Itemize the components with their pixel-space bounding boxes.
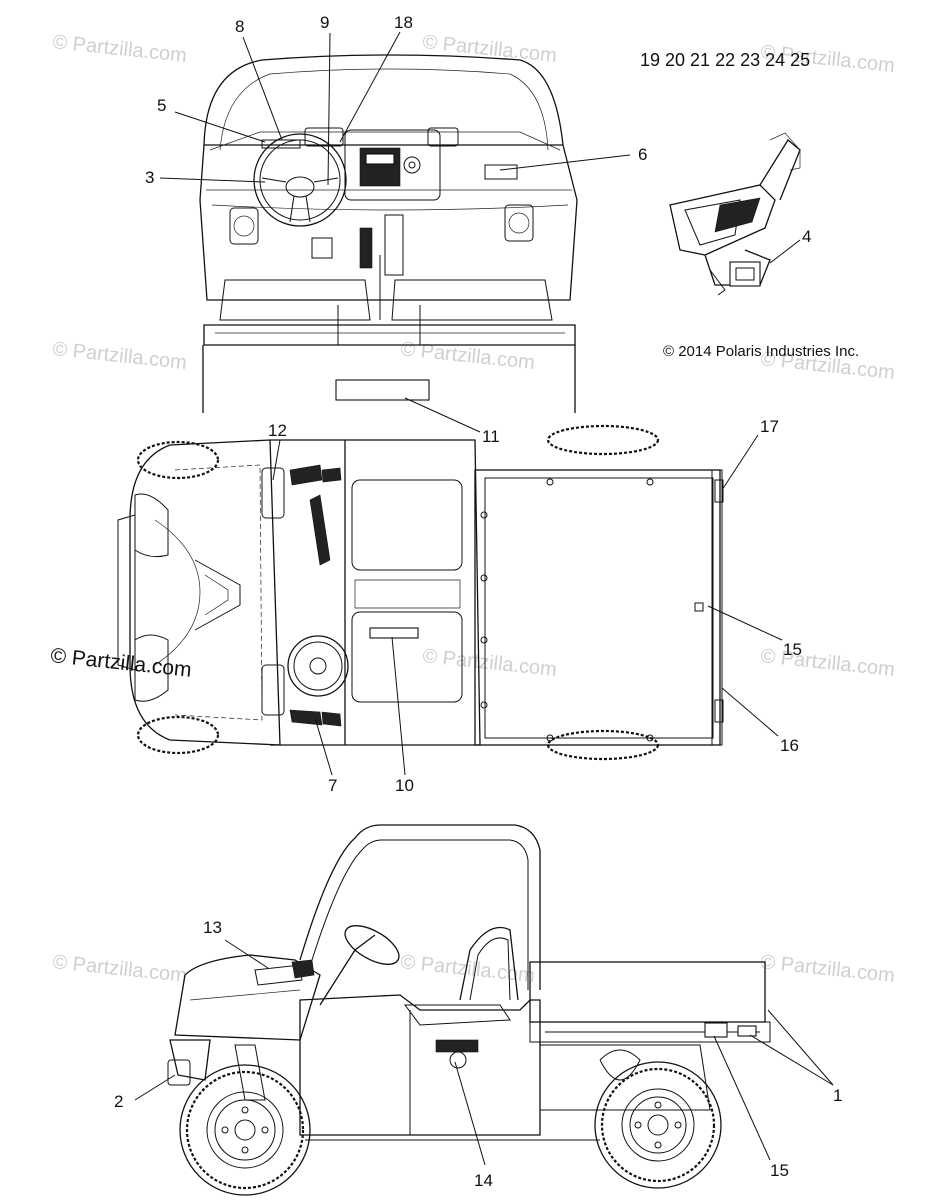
- callout-14: 14: [474, 1171, 493, 1190]
- callout-15-side: 15: [770, 1161, 789, 1180]
- watermark: © Partzilla.com: [51, 338, 187, 374]
- copyright-text: © 2014 Polaris Industries Inc.: [663, 343, 859, 360]
- watermark: © Partzilla.com: [421, 645, 557, 681]
- callout-4: 4: [802, 227, 811, 246]
- callout-5: 5: [157, 96, 166, 115]
- callout-9: 9: [320, 13, 329, 32]
- hitch-detail: [669, 132, 801, 296]
- callout-6: 6: [638, 145, 647, 164]
- callout-2: 2: [114, 1092, 123, 1111]
- callout-15-bed: 15: [783, 640, 802, 659]
- watermark: © Partzilla.com: [51, 31, 187, 67]
- cockpit-view: [159, 31, 631, 433]
- callout-13: 13: [203, 918, 222, 937]
- callout-group-19-25: 19 20 21 22 23 24 25: [640, 50, 810, 70]
- side-view: [134, 824, 834, 1196]
- callout-17: 17: [760, 417, 779, 436]
- callout-3: 3: [145, 168, 154, 187]
- callout-11: 11: [482, 427, 500, 446]
- watermark: © Partzilla.com: [421, 31, 557, 67]
- callout-8: 8: [235, 17, 244, 36]
- callout-18: 18: [394, 13, 413, 32]
- watermark: © Partzilla.com: [51, 951, 187, 987]
- watermark: © Partzilla.com: [759, 951, 895, 987]
- watermark: © Partzilla.com: [759, 645, 895, 681]
- callout-10: 10: [395, 776, 414, 795]
- callout-1: 1: [833, 1086, 842, 1105]
- callout-7: 7: [328, 776, 337, 795]
- overhead-view: [117, 424, 783, 776]
- watermark: © Partzilla.com: [49, 644, 192, 682]
- callout-12: 12: [268, 421, 287, 440]
- callout-16: 16: [780, 736, 799, 755]
- watermark-layer: © Partzilla.com © Partzilla.com © Partzi…: [49, 31, 895, 987]
